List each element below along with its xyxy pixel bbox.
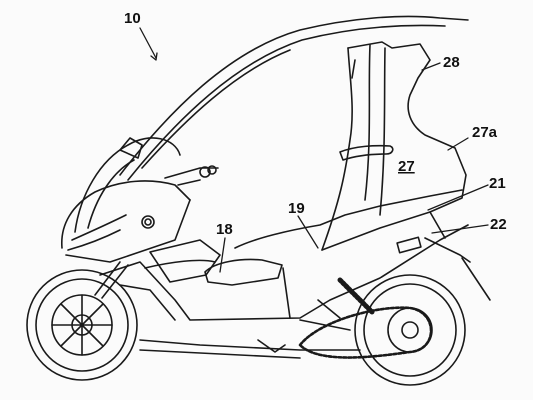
brand-emblem-icon [141,215,155,229]
seat-outline [204,258,283,286]
windscreen [74,137,181,233]
label-28: 28 [443,54,460,71]
handlebar [164,165,219,186]
label-10: 10 [124,10,141,27]
front-wheel [26,261,138,381]
front-fairing [61,180,191,263]
rear-wheel [354,274,466,386]
floorboard [139,339,361,359]
leader-lines [139,27,489,273]
label-18: 18 [216,221,233,238]
suspension [299,277,375,331]
label-22: 22 [490,216,507,233]
rear-body [99,41,469,321]
label-19: 19 [288,200,305,217]
label-27: 27 [398,158,415,175]
rear-bracket [396,236,491,301]
label-21: 21 [489,175,506,192]
roof-canopy [119,15,469,181]
label-27a: 27a [472,124,498,141]
drive-chain [298,306,433,359]
reference-labels: 10 18 19 21 22 27 27a 28 [124,10,507,238]
